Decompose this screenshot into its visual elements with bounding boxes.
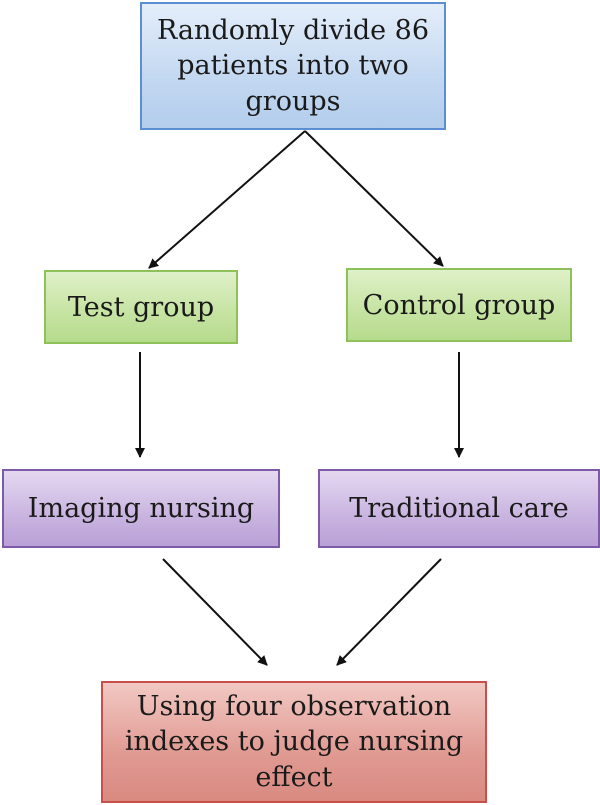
imaging-nursing-box: Imaging nursing	[2, 469, 280, 548]
arrow-imaging-to-outcome	[162, 558, 268, 666]
randomize-patients-box: Randomly divide 86 patients into two gro…	[140, 2, 446, 130]
arrow-traditional-to-outcome	[336, 558, 442, 666]
outcome-line-2: indexes to judge nursing	[124, 726, 464, 758]
outcome-evaluation-box: Using four observation indexes to judge …	[101, 681, 487, 803]
imaging-nursing-label: Imaging nursing	[27, 493, 255, 524]
randomize-line-2: patients into two	[177, 50, 409, 82]
control-group-label: Control group	[362, 289, 556, 321]
randomize-line-3: groups	[245, 85, 341, 117]
outcome-line-1: Using four observation	[136, 690, 452, 722]
randomize-line-1: Randomly divide 86	[156, 14, 430, 46]
test-group-label: Test group	[67, 291, 215, 323]
outcome-line-3: effect	[255, 761, 333, 793]
traditional-care-box: Traditional care	[318, 469, 600, 548]
traditional-care-label: Traditional care	[349, 493, 569, 524]
arrow-start-to-control	[304, 130, 444, 267]
arrow-start-to-test	[148, 130, 306, 269]
control-group-box: Control group	[346, 268, 572, 342]
test-group-box: Test group	[44, 270, 238, 344]
